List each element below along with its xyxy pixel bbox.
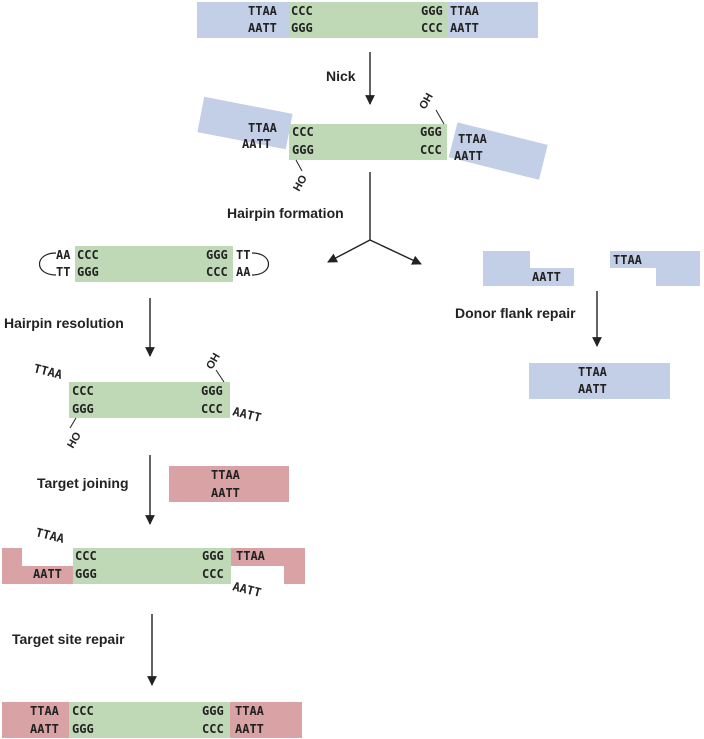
seq-ccc: CCC: [77, 248, 99, 262]
seq-aatt-overhang: AATT: [231, 579, 262, 600]
seq-ggg: GGG: [202, 704, 224, 718]
donor-dna-intact: TTAA AATT CCC GGG GGG CCC TTAA AATT: [197, 2, 538, 38]
seq-ttaa-overhang: TTAA: [32, 361, 64, 382]
end-ho: HO: [291, 173, 310, 194]
seq-ttaa: TTAA: [578, 365, 608, 379]
seq-ccc: CCC: [75, 549, 97, 563]
repaired-insertion: TTAA AATT CCC GGG GGG CCC TTAA AATT: [2, 702, 302, 738]
seq-aatt: AATT: [235, 722, 264, 736]
donor-flank-right: [448, 122, 548, 180]
transposon-core: [73, 548, 231, 584]
seq-aatt: AATT: [248, 21, 277, 35]
seq-ggg: GGG: [77, 265, 99, 279]
target-site-block: [169, 466, 289, 502]
oh-bond: [215, 369, 225, 383]
seq-ggg: GGG: [291, 21, 313, 35]
oh-bond: [435, 109, 445, 125]
seq-ccc: CCC: [72, 704, 94, 718]
seq-aa: AA: [56, 248, 71, 262]
seq-aatt-overhang: AATT: [231, 404, 262, 425]
seq-ttaa: TTAA: [450, 4, 480, 18]
end-ho: HO: [65, 430, 84, 451]
seq-ggg: GGG: [206, 248, 228, 262]
target-dna: TTAA AATT: [169, 466, 289, 502]
seq-ttaa: TTAA: [211, 468, 241, 482]
transposon-core: [289, 124, 447, 160]
donor-broken-right: [610, 251, 700, 286]
donor-flank-right: [447, 2, 538, 38]
seq-ccc: CCC: [206, 265, 228, 279]
target-left-gapped: [2, 548, 73, 584]
transposon-core: [69, 382, 230, 418]
donor-flank-left: [197, 2, 289, 38]
excised-transposon: CCC GGG GGG CCC TTAA AATT OH HO: [32, 351, 262, 450]
target-flank-right: [230, 702, 302, 738]
seq-ggg: GGG: [420, 125, 442, 139]
seq-aatt: AATT: [450, 21, 479, 35]
seq-aatt: AATT: [242, 137, 271, 151]
seq-ttaa: TTAA: [30, 704, 60, 718]
seq-ttaa: TTAA: [248, 121, 278, 135]
seq-ttaa: TTAA: [248, 4, 278, 18]
target-right-gapped: [231, 548, 305, 584]
joined-intermediate: AATT CCC GGG GGG CCC TTAA TTAA AATT: [2, 525, 305, 600]
ho-bond: [295, 159, 303, 172]
step-label-donor-flank-repair: Donor flank repair: [455, 305, 576, 321]
seq-aatt: AATT: [211, 486, 240, 500]
seq-ggg: GGG: [202, 549, 224, 563]
seq-ccc: CCC: [201, 402, 223, 416]
donor-broken-left: [483, 251, 574, 286]
seq-aa: AA: [236, 265, 251, 279]
hairpin-loop-right: [251, 252, 269, 276]
seq-ttaa: TTAA: [236, 549, 266, 563]
nicked-intermediate: TTAA AATT CCC GGG GGG CCC TTAA AATT OH H…: [197, 91, 548, 194]
seq-ggg: GGG: [72, 402, 94, 416]
seq-ccc: CCC: [420, 143, 442, 157]
donor-repaired-block: [529, 363, 670, 399]
seq-aatt: AATT: [578, 382, 607, 396]
transposon-core: [69, 702, 230, 738]
seq-ccc: CCC: [292, 125, 314, 139]
donor-flank-left: [197, 96, 293, 150]
ho-bond: [69, 417, 77, 429]
donor-broken: AATT TTAA: [483, 251, 700, 286]
seq-ccc: CCC: [291, 4, 313, 18]
seq-ccc: CCC: [202, 567, 224, 581]
step-label-hairpin-resolution: Hairpin resolution: [4, 315, 124, 331]
step-label-target-joining: Target joining: [37, 475, 129, 491]
seq-ttaa-overhang: TTAA: [34, 525, 66, 546]
seq-ggg: GGG: [292, 143, 314, 157]
end-oh: OH: [204, 351, 223, 371]
seq-tt: TT: [236, 248, 250, 262]
seq-ccc: CCC: [72, 384, 94, 398]
seq-aatt: AATT: [30, 722, 59, 736]
seq-ttaa: TTAA: [458, 132, 488, 146]
seq-ggg: GGG: [201, 384, 223, 398]
seq-ggg: GGG: [421, 4, 443, 18]
transposon-core: [75, 246, 233, 282]
end-oh: OH: [417, 91, 436, 111]
seq-aatt: AATT: [454, 149, 483, 163]
seq-aatt: AATT: [33, 567, 62, 581]
seq-ggg: GGG: [72, 722, 94, 736]
seq-tt: TT: [56, 265, 70, 279]
target-flank-left: [2, 702, 69, 738]
seq-ccc: CCC: [202, 722, 224, 736]
arrow-branch-right: [369, 239, 422, 265]
hairpin-loop-left: [39, 252, 57, 276]
step-label-nick: Nick: [326, 68, 356, 84]
hairpin-intermediate: AA TT CCC GGG GGG CCC TT AA: [39, 246, 269, 282]
seq-ttaa: TTAA: [235, 704, 265, 718]
seq-aatt: AATT: [532, 270, 561, 284]
step-label-hairpin-formation: Hairpin formation: [227, 205, 344, 221]
donor-repaired: TTAA AATT: [529, 363, 670, 399]
arrow-branch-left: [327, 239, 371, 263]
seq-ggg: GGG: [75, 567, 97, 581]
step-label-target-site-repair: Target site repair: [12, 631, 125, 647]
transposon-core: [289, 2, 447, 38]
seq-ttaa: TTAA: [613, 253, 643, 267]
seq-ccc: CCC: [421, 21, 443, 35]
